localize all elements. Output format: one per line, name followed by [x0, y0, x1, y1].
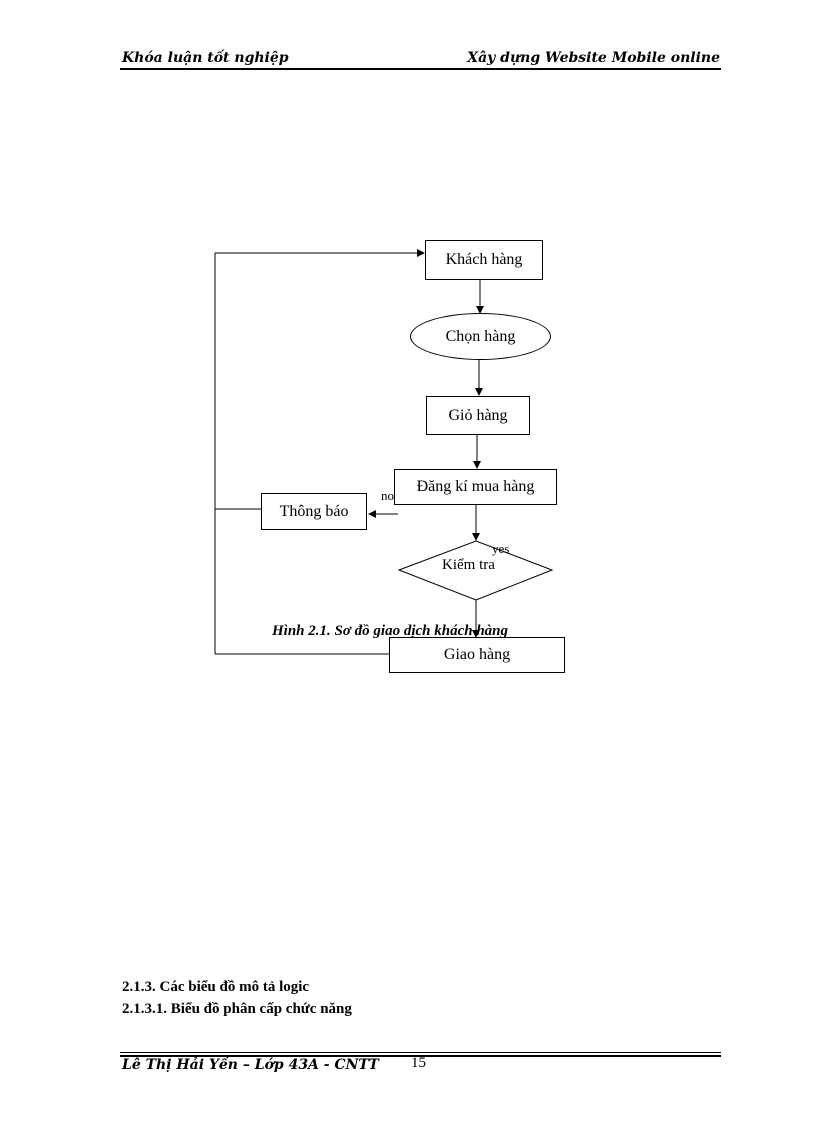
node-customer: Khách hàng: [425, 240, 543, 280]
footer-rule-thin: [120, 1052, 721, 1053]
section-heading-logic-diagrams: 2.1.3. Các biểu đồ mô tả logic: [122, 979, 310, 995]
label-yes: yes: [492, 541, 510, 556]
node-deliver: Giao hàng: [389, 637, 565, 673]
node-check-label: Kiểm tra: [442, 557, 495, 573]
label-no: no: [381, 488, 394, 503]
footer-rule-thick: [120, 1055, 721, 1057]
footer-author: Lê Thị Hải Yến – Lớp 43A - CNTT: [122, 1057, 379, 1073]
node-cart: Giỏ hàng: [426, 396, 530, 435]
figure-caption: Hình 2.1. Sơ đồ giao dịch khách hàng: [272, 623, 509, 639]
section-heading-function-hierarchy: 2.1.3.1. Biểu đồ phân cấp chức năng: [122, 1001, 352, 1017]
header-left-title: Khóa luận tốt nghiệp: [122, 50, 289, 66]
node-notify: Thông báo: [261, 493, 367, 530]
node-register: Đăng kí mua hàng: [394, 469, 557, 505]
check-diamond-shape: [397, 540, 554, 601]
page-number: 15: [411, 1055, 426, 1071]
node-choose-goods: Chọn hàng: [410, 313, 551, 360]
header-right-title: Xây dựng Website Mobile online: [467, 50, 720, 66]
header-rule: [120, 68, 721, 70]
